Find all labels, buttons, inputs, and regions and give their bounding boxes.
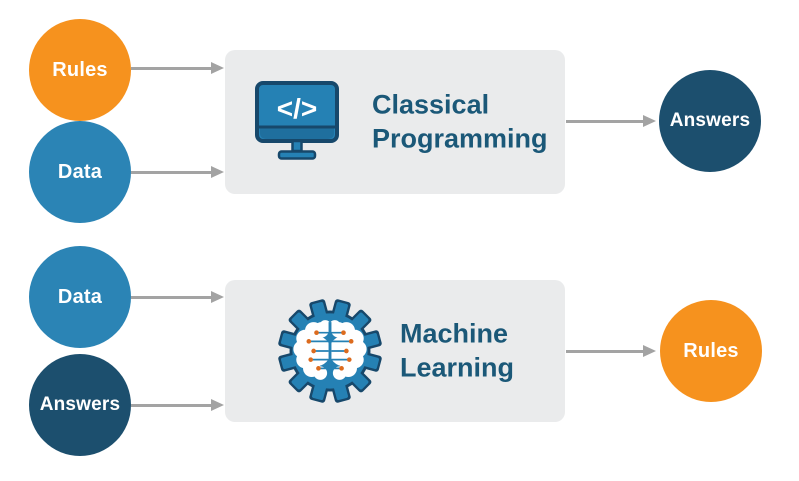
circle-label: Rules — [52, 58, 108, 81]
process-title-line: Classical — [372, 89, 490, 120]
code-monitor-icon: </> — [253, 80, 341, 167]
process-title-line: Machine — [400, 318, 509, 349]
process-title-machine-learning: Machine Learning — [400, 317, 514, 385]
circle-label: Rules — [683, 339, 739, 362]
circle-label: Data — [57, 160, 103, 183]
circle-label: Answers — [669, 110, 751, 131]
process-box-machine-learning: Machine Learning — [225, 280, 565, 422]
flow-arrow-ml-to-rules — [566, 345, 656, 357]
gear-brain-icon — [277, 298, 383, 409]
output-circle-rules: Rules — [660, 300, 762, 402]
process-title-line: Programming — [372, 123, 548, 153]
flow-arrow-answers-to-ml — [131, 399, 224, 411]
output-circle-answers: Answers — [659, 70, 761, 172]
flow-arrow-data-to-ml — [131, 291, 224, 303]
circle-label: Answers — [39, 394, 121, 415]
process-box-classical-programming: </> Classical Programming — [225, 50, 565, 194]
process-title-classical-programming: Classical Programming — [372, 88, 548, 156]
circle-label: Data — [57, 285, 103, 308]
svg-text:</>: </> — [277, 93, 317, 124]
flow-arrow-classical-to-answers — [566, 115, 656, 127]
input-circle-data: Data — [29, 246, 131, 348]
input-circle-rules: Rules — [29, 19, 131, 121]
flow-arrow-data-to-classical — [131, 166, 224, 178]
input-circle-answers: Answers — [29, 354, 131, 456]
flow-arrow-rules-to-classical — [131, 62, 224, 74]
process-title-line: Learning — [400, 352, 515, 382]
input-circle-data: Data — [29, 121, 131, 223]
